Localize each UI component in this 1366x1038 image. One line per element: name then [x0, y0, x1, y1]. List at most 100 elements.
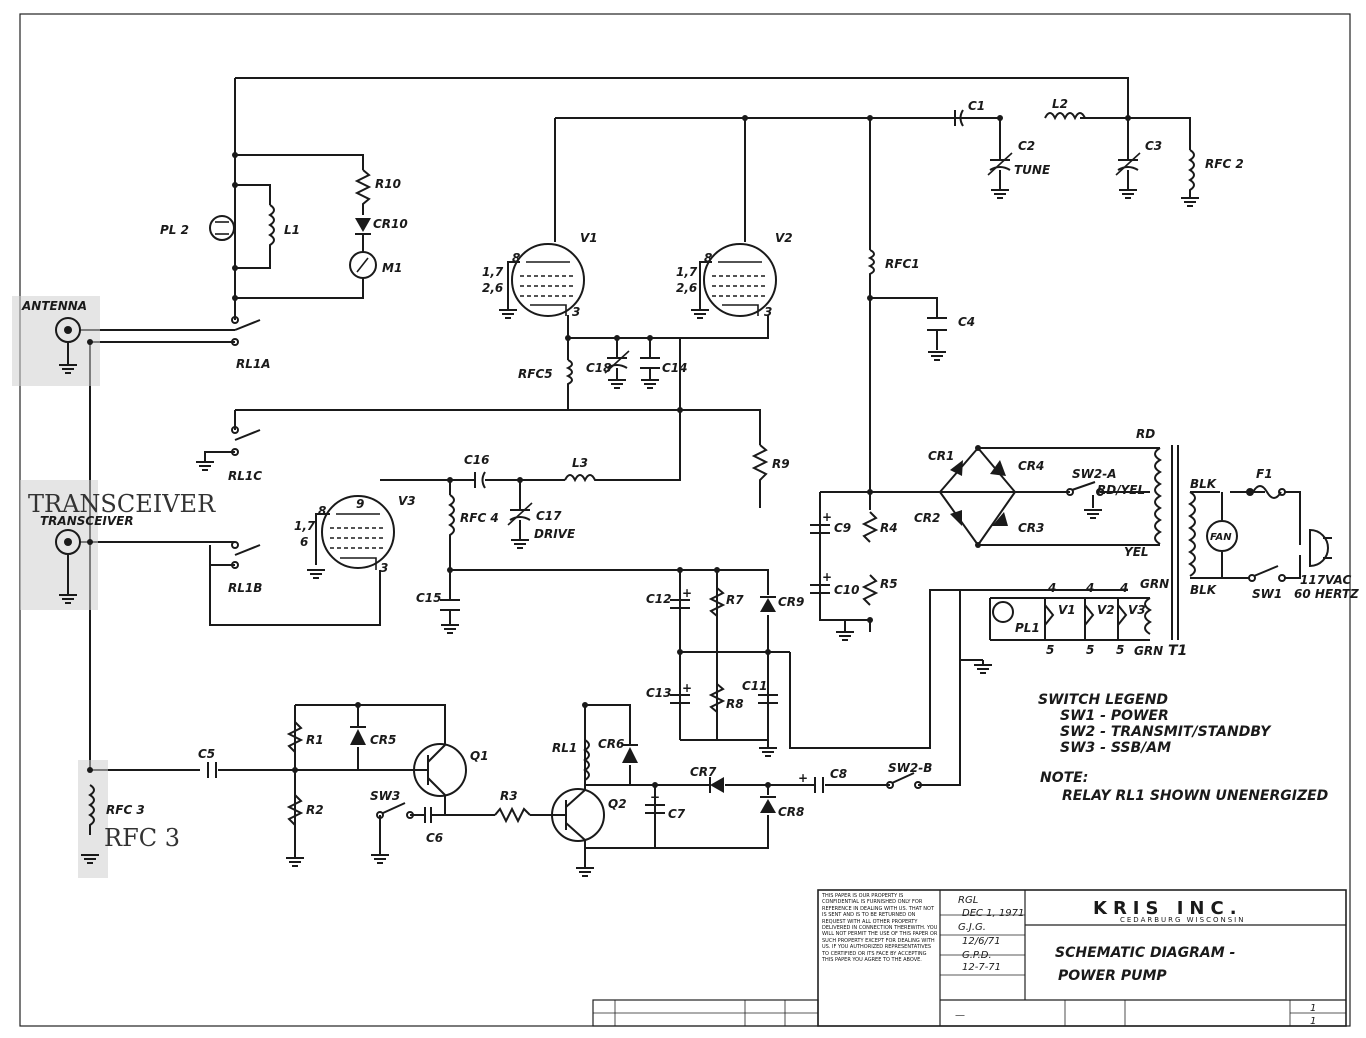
grn-label: GRN — [1140, 577, 1169, 591]
c17-label: C17 — [536, 509, 562, 523]
title-block: THIS PAPER IS OUR PROPERTY IS CONFIDENTI… — [592, 889, 1347, 1027]
filament-v2: V2 4 5 — [1084, 581, 1115, 657]
v3-pin17: 1,7 — [294, 519, 316, 533]
c1-capacitor: C1 — [954, 99, 985, 127]
pin4-c: 4 — [1119, 581, 1128, 595]
rd-label: RD — [1136, 427, 1155, 441]
c11-capacitor: C11 — [742, 679, 778, 757]
tube-v1: V1 8 1,7 2,6 3 — [482, 231, 598, 319]
c1-label: C1 — [968, 99, 985, 113]
v1-pin26: 2,6 — [482, 281, 503, 295]
rfc5-choke: RFC5 — [518, 359, 573, 388]
r2-resistor: R2 — [285, 794, 324, 867]
sw1-switch: SW1 — [1248, 565, 1286, 601]
proprietary-notice: THIS PAPER IS OUR PROPERTY IS CONFIDENTI… — [822, 893, 938, 964]
r1-resistor: R1 — [286, 721, 324, 753]
l1-coil: L1 — [268, 204, 300, 260]
transceiver-jack: TRANSCEIVER TRANSCEIVER — [20, 480, 216, 610]
c7-label: C7 — [668, 807, 686, 821]
r4-resistor: R4 — [861, 511, 898, 543]
legend-title: SWITCH LEGEND — [1038, 692, 1168, 708]
r5-resistor: R5 — [835, 574, 898, 641]
checked-by: G.J.G. — [958, 922, 986, 933]
r10-label: R10 — [375, 177, 401, 191]
sheet-of: 1 — [1310, 1016, 1316, 1027]
c12-label: C12 — [646, 592, 672, 606]
cr9-diode: CR9 — [760, 595, 804, 612]
svg-text:+: + — [650, 790, 660, 804]
cr5-diode: CR5 — [350, 726, 396, 747]
c13-capacitor: + C13 — [646, 681, 692, 704]
transceiver-print-label: TRANSCEIVER — [40, 514, 134, 528]
pl2-label: PL 2 — [160, 223, 189, 237]
fan-label: FAN — [1210, 532, 1232, 543]
fil-v1-label: V1 — [1058, 603, 1076, 617]
q2-label: Q2 — [608, 797, 627, 811]
c9-label: C9 — [834, 521, 851, 535]
pin5-b: 5 — [1086, 643, 1094, 657]
sw2a-label: SW2-A — [1072, 467, 1117, 481]
q2-transistor: Q2 — [551, 788, 627, 877]
pin5-c: 5 — [1116, 643, 1124, 657]
c3-capacitor: C3 — [1115, 139, 1162, 199]
company-name: KRIS INC. — [1093, 898, 1243, 919]
c15-label: C15 — [416, 591, 442, 605]
rfc1-label: RFC1 — [885, 257, 920, 271]
approved-date: 12-7-71 — [962, 962, 1001, 973]
r10-resistor: R10 — [354, 169, 401, 215]
note-title: NOTE: — [1040, 770, 1088, 786]
c6-label: C6 — [426, 831, 443, 845]
l1-label: L1 — [284, 223, 300, 237]
legend-line-1: SW1 - POWER — [1060, 708, 1169, 724]
r7-label: R7 — [726, 593, 744, 607]
filament-v3: V3 4 5 — [1116, 581, 1146, 657]
v3-pin6: 6 — [300, 535, 308, 549]
l2-coil: L2 — [1044, 97, 1086, 121]
pin4-a: 4 — [1047, 581, 1056, 595]
rfc1-choke: RFC1 — [867, 249, 920, 280]
pilot-lamp-pl1: PL1 — [960, 598, 1040, 674]
c2-label: C2 — [1018, 139, 1035, 153]
cr6-label: CR6 — [598, 737, 624, 751]
q1-transistor: Q1 — [413, 743, 489, 797]
hertz-label: 60 HERTZ — [1294, 587, 1359, 601]
rfc5-label: RFC5 — [518, 367, 553, 381]
drawn-by: RGL — [958, 895, 978, 906]
antenna-label: ANTENNA — [21, 299, 87, 313]
antenna-jack: ANTENNA — [12, 296, 100, 386]
checked-date: 12/6/71 — [962, 936, 1001, 947]
rl1a-label: RL1A — [236, 357, 271, 371]
l3-coil: L3 — [564, 456, 600, 483]
drive-label: DRIVE — [534, 527, 576, 541]
rfc4-label: RFC 4 — [460, 511, 499, 525]
drawing-title-1: SCHEMATIC DIAGRAM - — [1055, 945, 1236, 961]
v2-pin17: 1,7 — [676, 265, 698, 279]
v3-label: V3 — [398, 494, 416, 508]
legend-line-3: SW3 - SSB/AM — [1060, 740, 1171, 756]
c18-label: C18 — [586, 361, 612, 375]
scale-value: — — [955, 1010, 965, 1021]
c5-capacitor: C5 — [198, 747, 217, 778]
pl2-lamp: PL 2 — [160, 215, 235, 241]
ac-plug: 117VAC 60 HERTZ — [1294, 528, 1359, 601]
rfc4-choke: RFC 4 — [448, 494, 499, 540]
blk1-label: BLK — [1190, 477, 1218, 491]
c14-capacitor: C14 — [640, 357, 688, 389]
v2-pin3: 3 — [764, 305, 772, 319]
c6-capacitor: C6 — [424, 807, 443, 845]
cr5-label: CR5 — [370, 733, 396, 747]
v1-pin8: 8 — [512, 251, 520, 265]
relay-rl1c: RL1C — [195, 426, 262, 483]
rdyel-label: RD/YEL — [1097, 483, 1145, 497]
sw2b-label: SW2-B — [888, 761, 932, 775]
tube-v2: V2 8 1,7 2,6 3 — [676, 231, 793, 319]
switch-legend: SWITCH LEGEND SW1 - POWER SW2 - TRANSMIT… — [1038, 692, 1328, 804]
r9-label: R9 — [772, 457, 790, 471]
cr2-label: CR2 — [914, 511, 940, 525]
rfc2-label: RFC 2 — [1205, 157, 1244, 171]
sw1-label: SW1 — [1252, 587, 1282, 601]
tube-v3: V3 9 8 1,7 6 3 — [294, 494, 416, 579]
note-text: RELAY RL1 SHOWN UNENERGIZED — [1062, 788, 1328, 804]
fil-v3-label: V3 — [1128, 603, 1146, 617]
drawing-title-2: POWER PUMP — [1058, 968, 1167, 984]
